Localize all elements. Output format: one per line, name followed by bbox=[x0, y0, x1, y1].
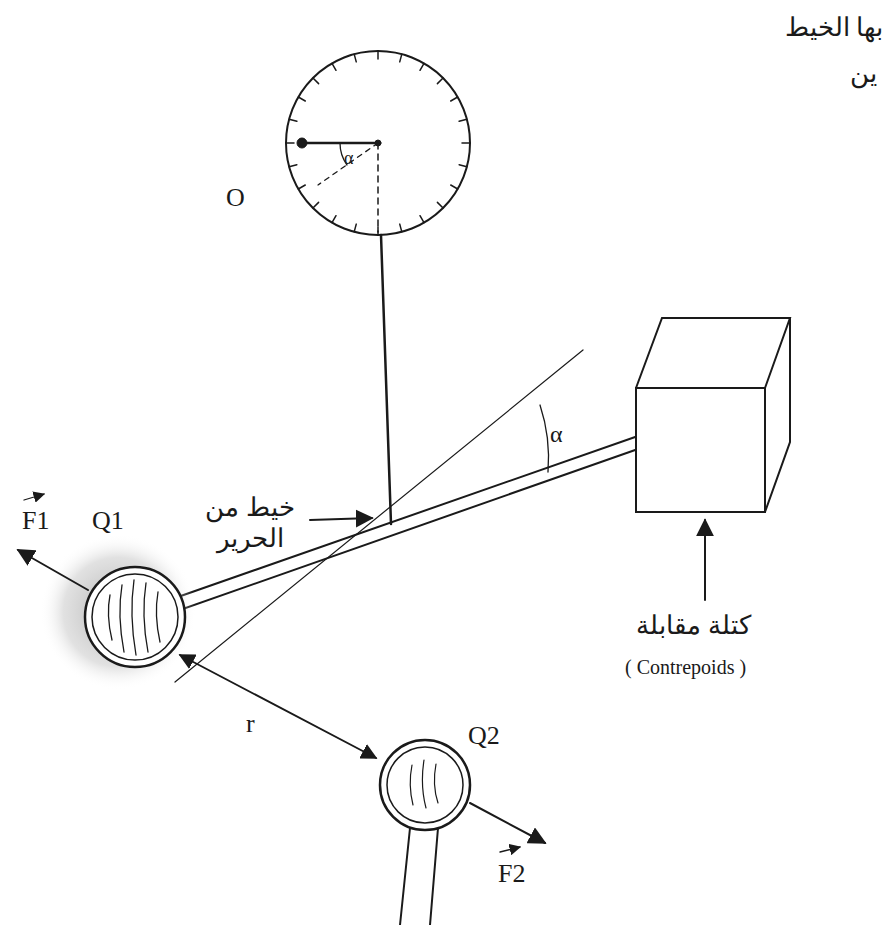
dial-tick bbox=[400, 224, 402, 232]
dial-tick bbox=[437, 78, 443, 84]
counterweight-label: ( Contrepoids ) bbox=[625, 655, 746, 679]
angle-label: α bbox=[550, 420, 563, 449]
dial-tick bbox=[289, 119, 297, 121]
dial-tick bbox=[354, 224, 356, 232]
dial-tick bbox=[286, 142, 294, 144]
dial-tick bbox=[462, 142, 470, 144]
charge-label: Q2 bbox=[468, 720, 500, 751]
point-label: O bbox=[226, 182, 245, 213]
dial-tick bbox=[459, 119, 467, 121]
dial-tick bbox=[354, 54, 356, 62]
force-label: F1 bbox=[22, 505, 49, 536]
dial-tick bbox=[298, 97, 305, 101]
cut-text: ين bbox=[850, 58, 877, 89]
dial-tick bbox=[400, 54, 402, 62]
thread-label: خيط من الحرير bbox=[195, 492, 305, 554]
dial-tick bbox=[377, 51, 379, 59]
charge-label: Q1 bbox=[92, 505, 124, 536]
dial-tick bbox=[420, 63, 424, 70]
dial-tick bbox=[459, 165, 467, 167]
angle-label: α bbox=[344, 148, 353, 170]
distance-label: r bbox=[246, 708, 255, 739]
counterweight-label: كتلة مقابلة bbox=[636, 610, 751, 641]
cut-text: بها الخيط bbox=[785, 12, 884, 43]
force-label: F2 bbox=[498, 858, 525, 889]
dial-tick bbox=[451, 185, 458, 189]
dial-tick bbox=[437, 202, 443, 208]
dial-tick bbox=[313, 202, 319, 208]
dial-tick bbox=[332, 216, 336, 223]
dial-tick bbox=[298, 185, 305, 189]
dial-tick bbox=[289, 165, 297, 167]
dial-tick bbox=[313, 78, 319, 84]
dial-tick bbox=[420, 216, 424, 223]
dial-tick bbox=[332, 63, 336, 70]
dial-tick bbox=[451, 97, 458, 101]
